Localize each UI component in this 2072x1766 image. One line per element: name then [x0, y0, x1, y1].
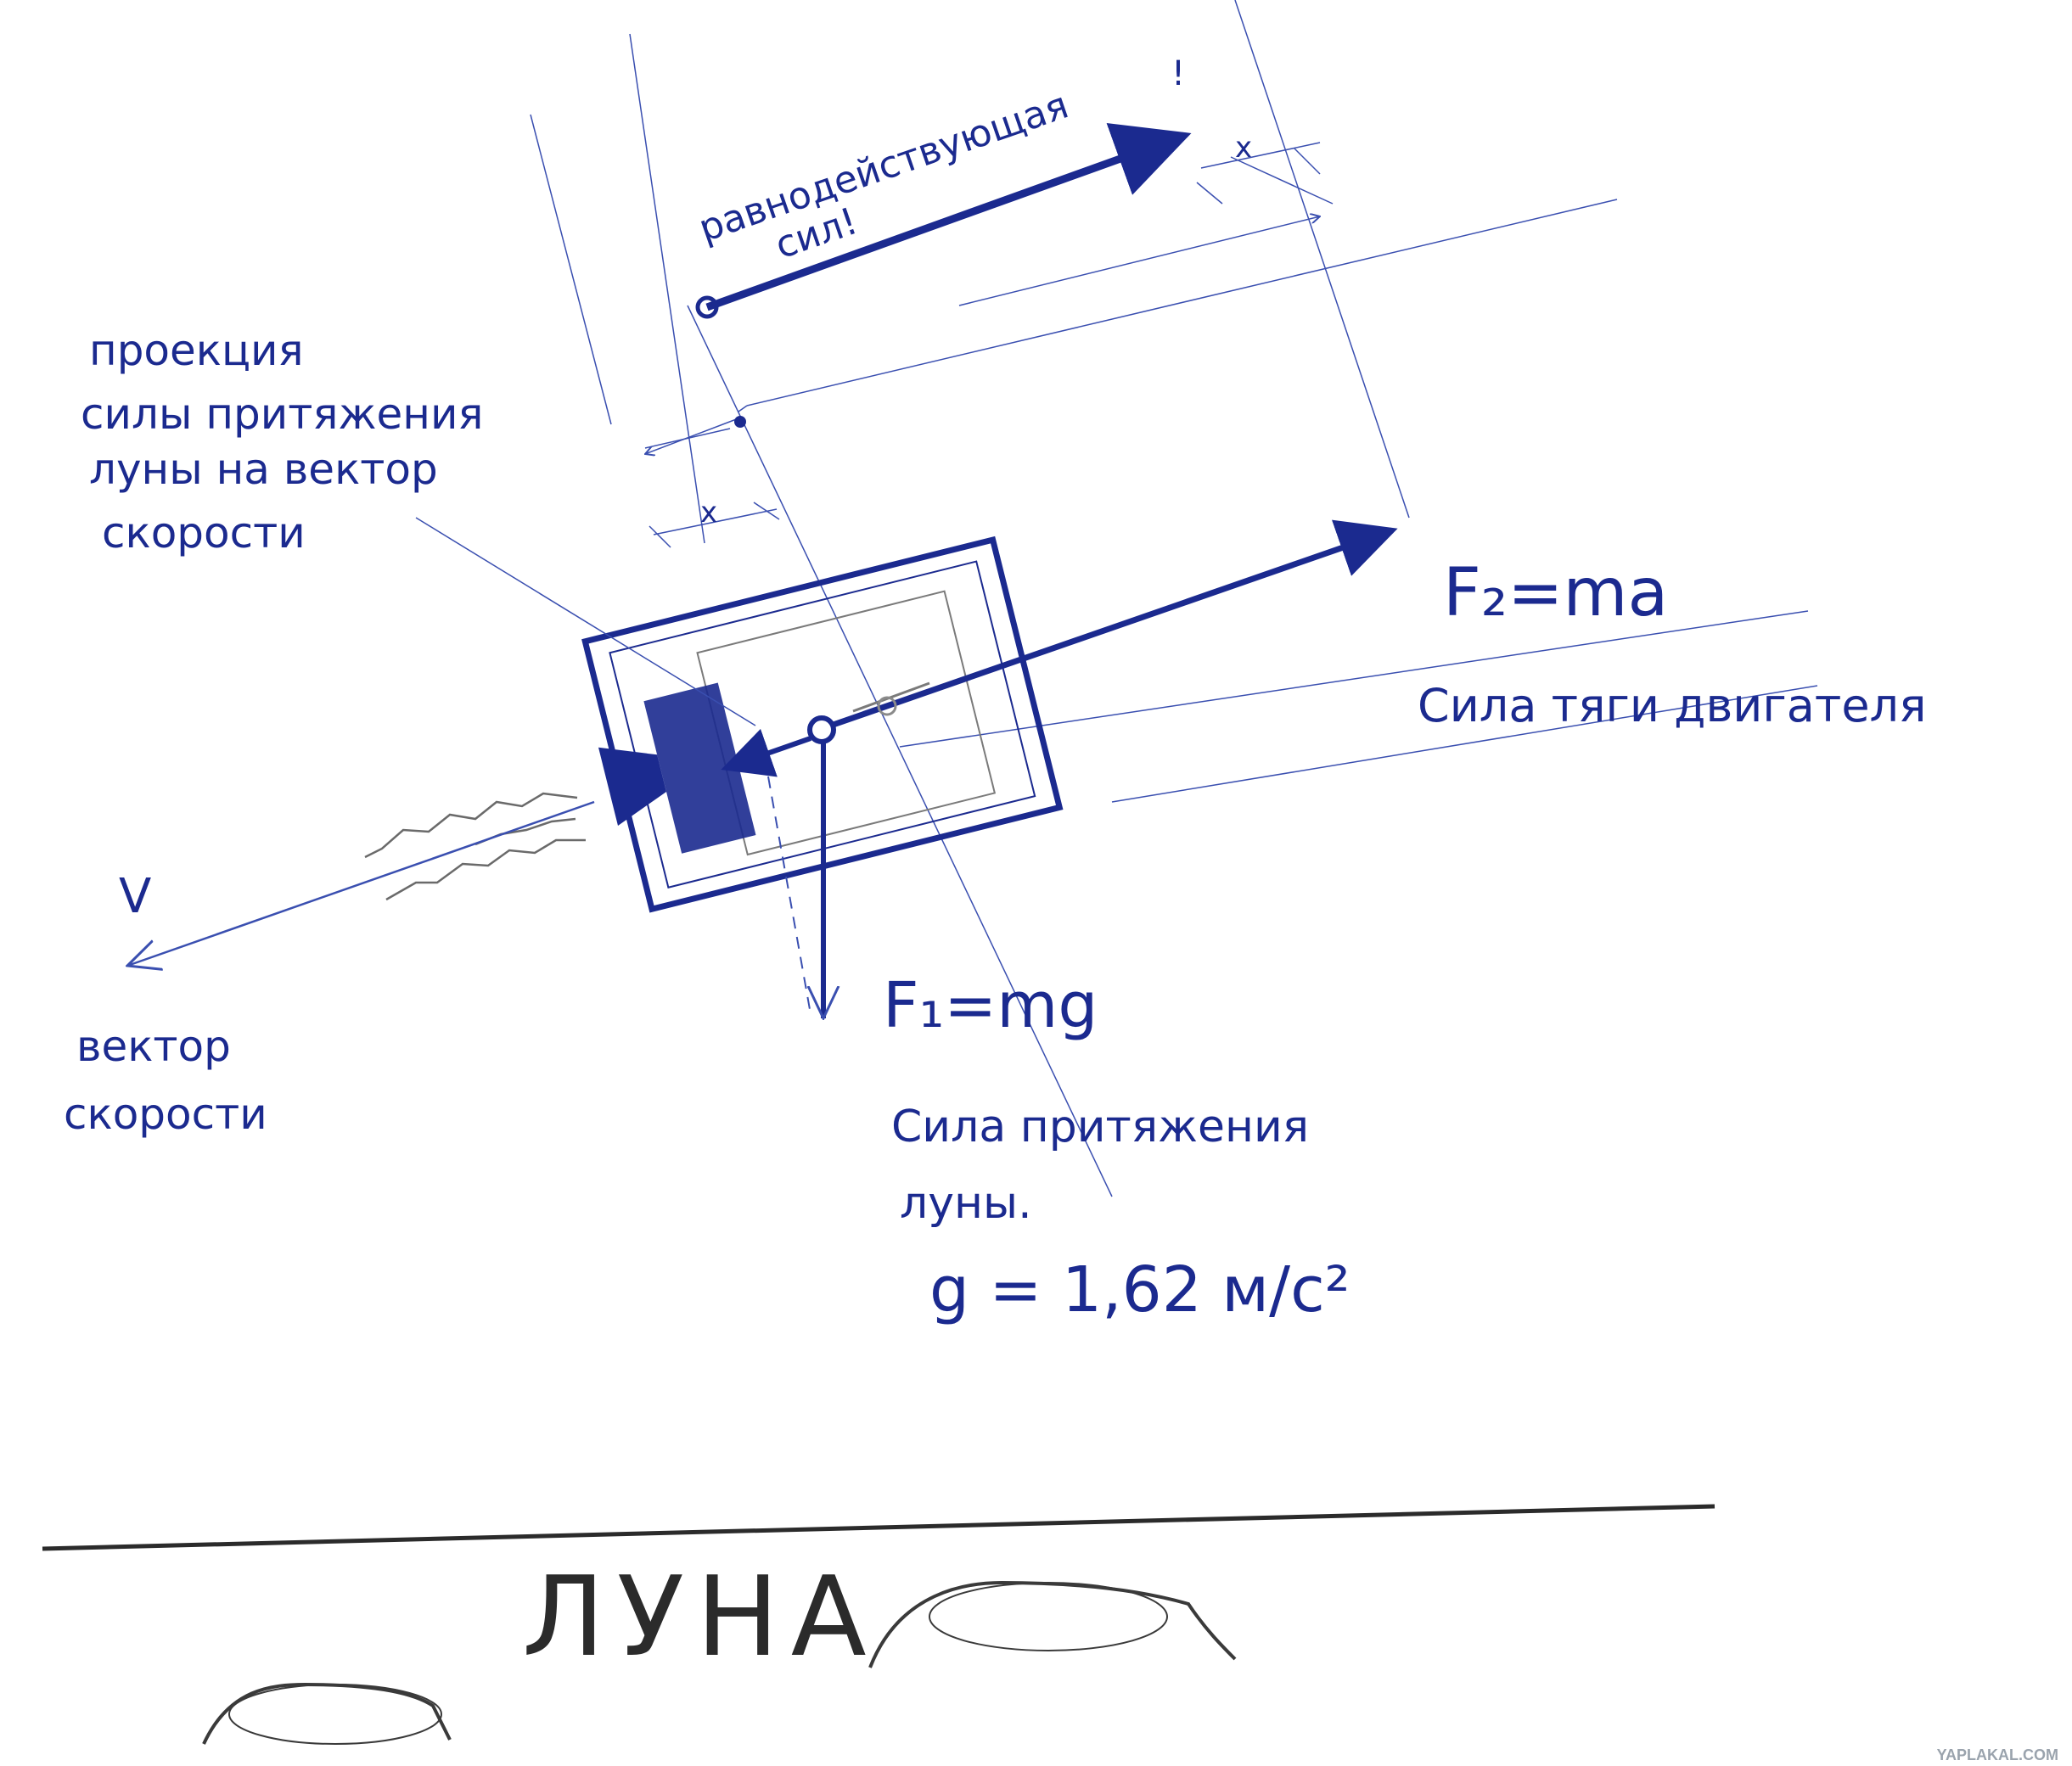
thrust-vector [822, 519, 1398, 732]
center-of-mass-ghost [877, 696, 897, 716]
center-of-mass [807, 715, 836, 744]
projection-label-line4: скорости [102, 508, 306, 558]
crater-left [202, 1682, 452, 1745]
velocity-label-line2: скорости [64, 1090, 267, 1139]
projection-label-line2: силы притяжения [81, 390, 484, 439]
projection-label-line3: луны на вектор [89, 445, 438, 494]
x-dimension-line-lower [653, 508, 778, 535]
resultant-label: равнодействующая [693, 84, 1074, 251]
velocity-symbol: V [119, 869, 151, 924]
moon-label: ЛУНА [522, 1552, 879, 1681]
nozzle [598, 747, 667, 826]
projection-label-line1: проекция [89, 326, 304, 375]
f2-formula: F₂=ma [1443, 555, 1668, 631]
velocity-vector [127, 800, 595, 966]
exclaim-mark: ! [1171, 54, 1185, 93]
velocity-label-line1: вектор [76, 1022, 231, 1071]
guide-arrow-left [645, 418, 739, 454]
resultant-origin-dot [695, 295, 719, 319]
watermark: YAPLAKAL.COM [1937, 1746, 2058, 1763]
projection-origin-dot [734, 416, 746, 428]
gravity-label-line2: луны. [900, 1178, 1032, 1229]
projection-vector [721, 728, 811, 777]
x-tick-left [649, 525, 671, 548]
x-label-upper: x [1235, 131, 1252, 165]
gravity-label-line1: Сила притяжения [891, 1102, 1309, 1152]
g-value: g = 1,62 м/с² [929, 1253, 1350, 1326]
engine-block [643, 682, 756, 854]
projection-leader-line [415, 517, 756, 726]
thrust-label: Сила тяги двигателя [1418, 679, 1927, 732]
x-tick-right [753, 502, 780, 520]
exhaust-flame [364, 792, 586, 901]
x-label-lower: x [700, 496, 717, 530]
moon-horizon [42, 1504, 1715, 1551]
f1-formula: F₁=mg [883, 969, 1098, 1042]
guide-arrow-right [958, 216, 1320, 306]
crater-right [868, 1580, 1237, 1668]
lander [581, 535, 1064, 913]
resultant-vector [705, 123, 1192, 311]
thrust-underline [852, 681, 930, 713]
gravity-dashed-projection [767, 776, 811, 1015]
